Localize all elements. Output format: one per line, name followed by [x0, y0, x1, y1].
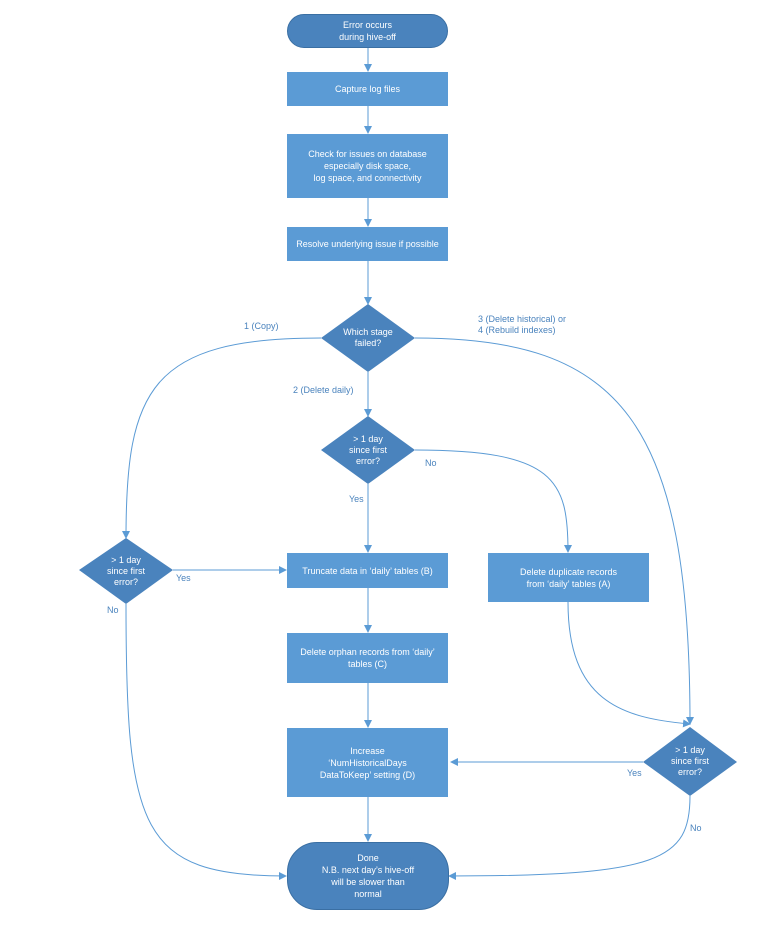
which-stage-label: Which stage failed?	[343, 327, 393, 348]
edge-label-mid-yes: Yes	[349, 494, 364, 504]
decision-gt1-right: > 1 day since first error?	[643, 727, 737, 796]
gt1-left-label: > 1 day since first error?	[106, 554, 145, 587]
start-label: Error occurs during hive-off	[339, 20, 396, 42]
decision-which-stage: Which stage failed?	[321, 304, 415, 372]
edge-label-right-yes: Yes	[627, 768, 642, 778]
edge-label-hist-rebuild: 3 (Delete historical) or 4 (Rebuild inde…	[478, 314, 567, 335]
capture-label: Capture log files	[334, 84, 401, 94]
increase-label: Increase ‘NumHistoricalDays DataToKeep’ …	[319, 745, 416, 780]
edge-label-mid-no: No	[425, 458, 437, 468]
start-terminal: Error occurs during hive-off	[287, 14, 448, 48]
edge-stage-gt1right	[414, 337, 694, 725]
increase-setting-box: Increase ‘NumHistoricalDays DataToKeep’ …	[287, 728, 448, 797]
edge-label-delete-daily: 2 (Delete daily)	[293, 385, 354, 395]
edge-gt1mid-deletedup	[414, 449, 572, 553]
done-label: Done N.B. next day’s hive-off will be sl…	[321, 853, 415, 899]
edge-label-left-no: No	[107, 605, 119, 615]
decision-which-stage-shape	[321, 304, 415, 372]
edge-gt1right-done	[448, 795, 691, 880]
edge-label-right-no: No	[690, 823, 702, 833]
delete-orphan-box: Delete orphan records from ‘daily’ table…	[287, 633, 448, 683]
decision-gt1-left: > 1 day since first error?	[79, 538, 173, 604]
gt1-mid-label: > 1 day since first error?	[348, 433, 387, 466]
edge-label-left-yes: Yes	[176, 573, 191, 583]
decision-gt1-left-shape	[79, 538, 173, 604]
truncate-daily-box: Truncate data in ‘daily’ tables (B)	[287, 553, 448, 588]
done-terminal: Done N.B. next day’s hive-off will be sl…	[287, 842, 449, 910]
delete-orphan-label: Delete orphan records from ‘daily’ table…	[300, 647, 435, 669]
edge-deletedup-gt1right	[567, 601, 691, 728]
resolve-label: Resolve underlying issue if possible	[296, 239, 439, 249]
decision-gt1-mid: > 1 day since first error?	[321, 416, 415, 484]
gt1-right-label: > 1 day since first error?	[670, 745, 709, 777]
truncate-label: Truncate data in ‘daily’ tables (B)	[302, 565, 433, 576]
decision-gt1-mid-shape	[321, 416, 415, 484]
decision-gt1-right-shape	[643, 727, 737, 796]
edge-stage-gt1left	[122, 337, 322, 539]
edge-gt1left-done	[125, 603, 287, 880]
edge-label-copy: 1 (Copy)	[244, 321, 279, 331]
delete-duplicate-box: Delete duplicate records from ‘daily’ ta…	[488, 553, 649, 602]
capture-log-files-box: Capture log files	[287, 72, 448, 106]
delete-dup-label: Delete duplicate records from ‘daily’ ta…	[519, 566, 618, 589]
resolve-issue-box: Resolve underlying issue if possible	[287, 227, 448, 261]
check-issues-box: Check for issues on database especially …	[287, 134, 448, 198]
check-label: Check for issues on database especially …	[308, 149, 427, 183]
